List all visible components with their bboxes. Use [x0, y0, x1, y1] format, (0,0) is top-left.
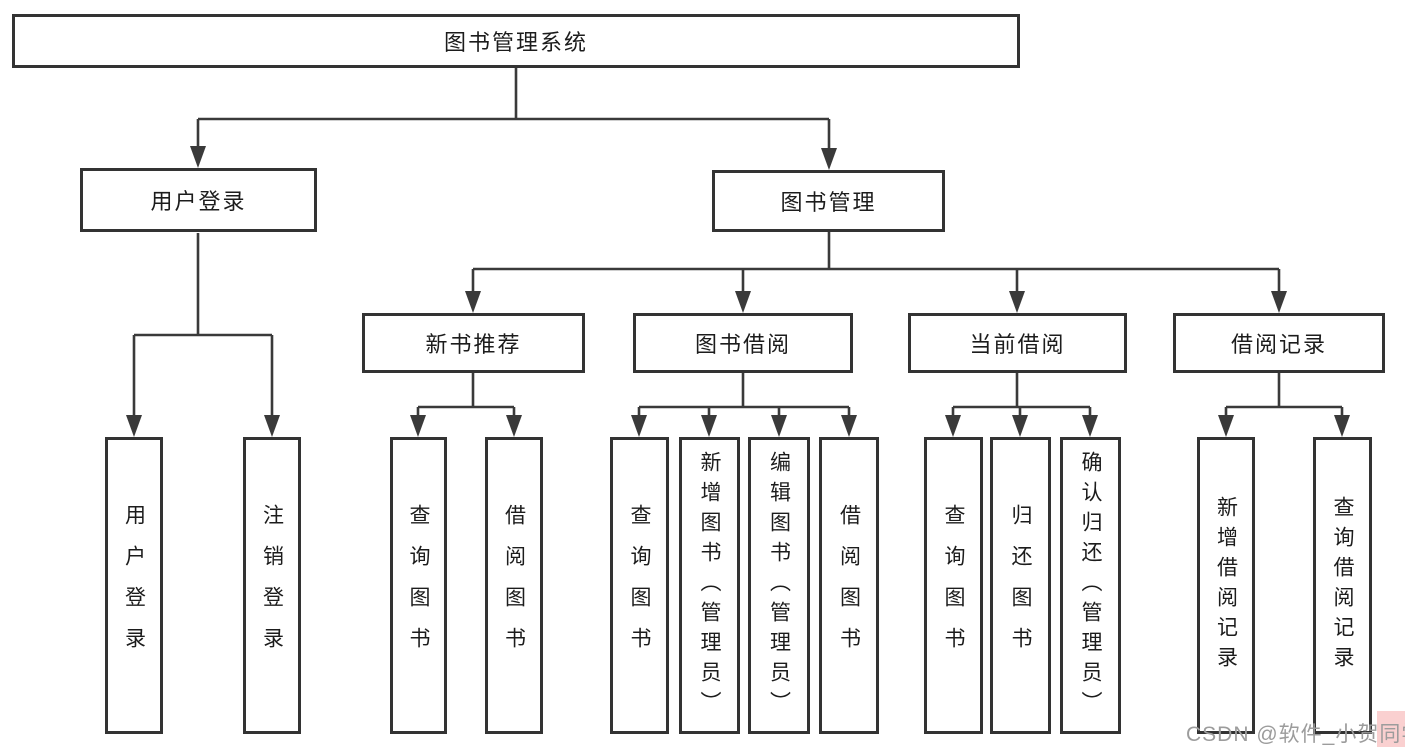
watermark-accent — [1377, 711, 1405, 747]
node-user-login: 用户登录 — [80, 168, 317, 232]
leaf-user-login: 用户登录 — [105, 437, 163, 734]
node-current-borrow: 当前借阅 — [908, 313, 1127, 373]
leaf-query-book-current: 查询图书 — [924, 437, 983, 734]
node-new-book-recommend: 新书推荐 — [362, 313, 585, 373]
leaf-add-borrow-record: 新增借阅记录 — [1197, 437, 1255, 734]
leaf-edit-book-admin: 编辑图书（管理员） — [748, 437, 810, 734]
leaf-add-book-admin: 新增图书（管理员） — [679, 437, 740, 734]
leaf-query-borrow-record: 查询借阅记录 — [1313, 437, 1372, 734]
leaf-borrow-book-recommend: 借阅图书 — [485, 437, 543, 734]
leaf-query-book-borrow: 查询图书 — [610, 437, 669, 734]
node-book-management: 图书管理 — [712, 170, 945, 232]
leaf-query-book-recommend: 查询图书 — [390, 437, 447, 734]
leaf-borrow-book: 借阅图书 — [819, 437, 879, 734]
node-root-system: 图书管理系统 — [12, 14, 1020, 68]
leaf-confirm-return-admin: 确认归还（管理员） — [1060, 437, 1121, 734]
leaf-logout: 注销登录 — [243, 437, 301, 734]
node-book-borrow: 图书借阅 — [633, 313, 853, 373]
watermark: CSDN @软件_小贺同学 — [1186, 723, 1405, 746]
node-borrow-records: 借阅记录 — [1173, 313, 1385, 373]
leaf-return-book: 归还图书 — [990, 437, 1051, 734]
